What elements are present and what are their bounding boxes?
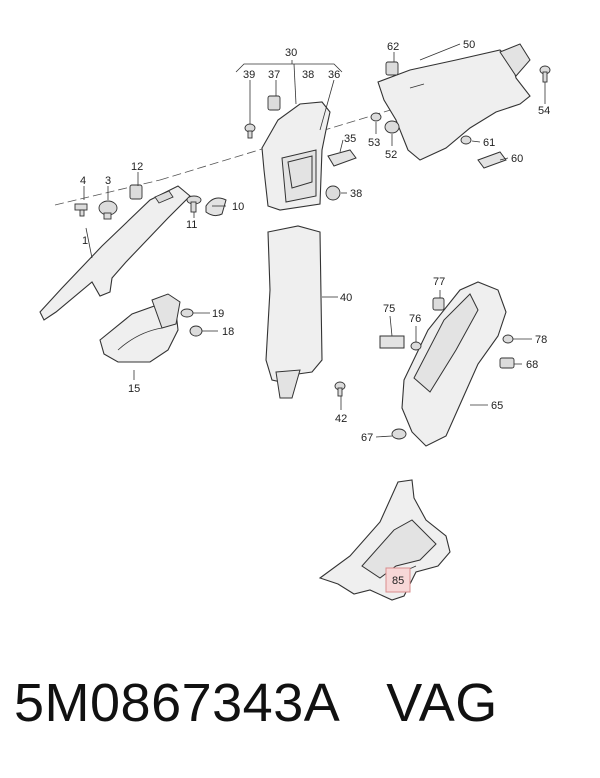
screw-19 bbox=[180, 308, 194, 318]
callout-labels: 1 3 4 10 11 12 15 18 19 30 35 36 37 38 3… bbox=[80, 39, 550, 587]
callout-67: 67 bbox=[361, 432, 373, 444]
callout-36: 36 bbox=[328, 69, 340, 81]
callout-77: 77 bbox=[433, 276, 445, 288]
screw-76 bbox=[410, 341, 422, 351]
c-pillar-lower-trim bbox=[401, 281, 507, 447]
screw-42 bbox=[334, 381, 346, 397]
callout-52: 52 bbox=[385, 149, 397, 161]
callout-75: 75 bbox=[383, 303, 395, 315]
plug-38 bbox=[325, 185, 341, 201]
highlight-box-85 bbox=[385, 567, 411, 593]
callout-35: 35 bbox=[344, 133, 356, 145]
callout-4: 4 bbox=[80, 175, 86, 187]
callout-39: 39 bbox=[243, 69, 255, 81]
part-85-trim bbox=[318, 479, 451, 601]
brand-name: VAG bbox=[386, 673, 498, 733]
clip-12 bbox=[129, 184, 143, 200]
screw-18 bbox=[189, 325, 203, 337]
cover-35 bbox=[327, 149, 357, 167]
a-pillar-trim bbox=[39, 185, 191, 321]
b-pillar-upper-trim bbox=[261, 95, 331, 211]
cover-10 bbox=[205, 197, 227, 217]
callout-18: 18 bbox=[222, 326, 234, 338]
leader-lines bbox=[83, 43, 546, 575]
washer-3 bbox=[98, 200, 118, 220]
callout-62: 62 bbox=[387, 41, 399, 53]
handle-15 bbox=[99, 293, 181, 363]
screw-53 bbox=[370, 112, 382, 122]
callout-65: 65 bbox=[491, 400, 503, 412]
callout-38-lower: 38 bbox=[350, 188, 362, 200]
screw-61 bbox=[460, 135, 472, 145]
cover-60 bbox=[477, 151, 507, 169]
clip-67 bbox=[391, 428, 407, 440]
screw-11 bbox=[186, 195, 202, 213]
callout-85: 85 bbox=[392, 575, 404, 587]
callout-53: 53 bbox=[368, 137, 380, 149]
callout-3: 3 bbox=[105, 175, 111, 187]
callout-50: 50 bbox=[463, 39, 475, 51]
cover-75 bbox=[379, 335, 405, 349]
callout-11: 11 bbox=[186, 219, 197, 231]
callout-60: 60 bbox=[511, 153, 523, 165]
clip-68 bbox=[499, 357, 515, 369]
callout-38-upper: 38 bbox=[302, 69, 314, 81]
callout-76: 76 bbox=[409, 313, 421, 325]
clip-62 bbox=[385, 61, 399, 76]
callout-42: 42 bbox=[335, 413, 347, 425]
callout-68: 68 bbox=[526, 359, 538, 371]
cap-52 bbox=[384, 120, 400, 134]
callout-15: 15 bbox=[128, 383, 140, 395]
screw-54 bbox=[539, 65, 551, 83]
screw-39 bbox=[244, 123, 256, 139]
callout-12: 12 bbox=[131, 161, 143, 173]
callout-78: 78 bbox=[535, 334, 547, 346]
part-number: 5M0867343A bbox=[14, 673, 341, 733]
callout-19: 19 bbox=[212, 308, 224, 320]
callout-40: 40 bbox=[340, 292, 352, 304]
callout-10: 10 bbox=[232, 201, 244, 213]
callout-37: 37 bbox=[268, 69, 280, 81]
b-pillar-lower-trim bbox=[265, 225, 323, 399]
roof-line-left bbox=[54, 179, 161, 206]
screw-4 bbox=[74, 203, 88, 217]
callout-1: 1 bbox=[82, 235, 88, 247]
footer-caption: 5M0867343A VAG bbox=[14, 672, 594, 752]
callout-30: 30 bbox=[285, 47, 297, 59]
callout-61: 61 bbox=[483, 137, 495, 149]
callout-54: 54 bbox=[538, 105, 550, 117]
screw-78 bbox=[502, 334, 514, 344]
clip-77 bbox=[432, 297, 445, 311]
c-pillar-upper-trim bbox=[377, 43, 531, 161]
